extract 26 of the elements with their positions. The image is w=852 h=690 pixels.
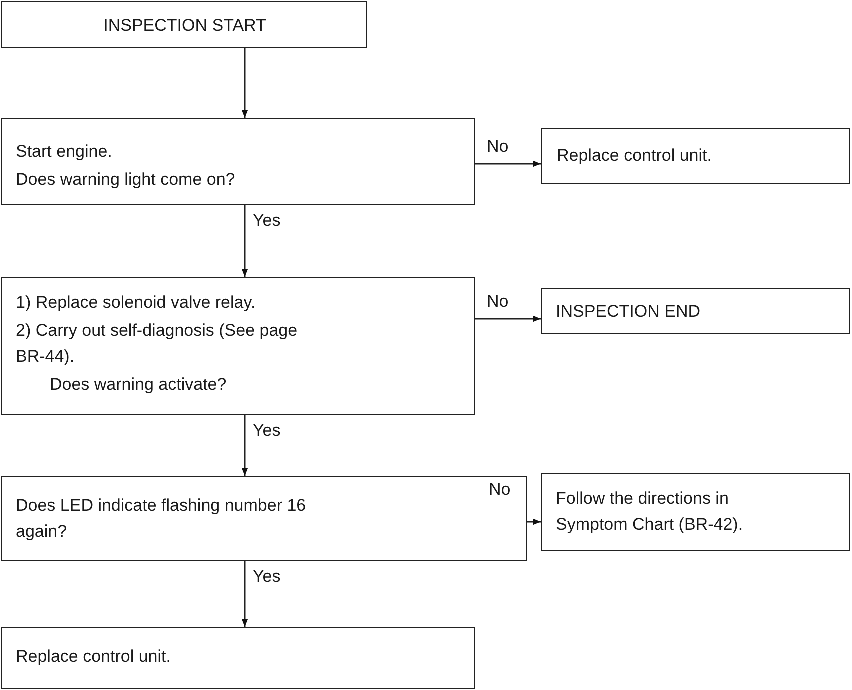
arrow — [242, 561, 248, 627]
process-box — [541, 128, 850, 184]
arrow — [242, 48, 248, 118]
step-text: INSPECTION START — [102, 15, 268, 37]
step-text: Does warning light come on? — [16, 169, 236, 191]
step-text: INSPECTION END — [556, 301, 702, 323]
step-text: Follow the directions in Symptom Chart (BR-42). — [556, 488, 744, 536]
process-box — [541, 288, 850, 334]
process-box — [1, 476, 527, 561]
step-text: Replace control unit. — [16, 646, 172, 668]
arrow — [475, 316, 541, 322]
process-box — [541, 473, 850, 551]
process-box — [1, 627, 475, 689]
arrow — [242, 205, 248, 277]
step-text: Start engine. — [16, 141, 114, 163]
arrow — [527, 518, 541, 526]
arrow — [475, 160, 541, 168]
process-box — [1, 1, 367, 48]
step-text: Replace control unit. — [557, 145, 713, 167]
arrow — [242, 415, 248, 476]
step-text: 2) Carry out self-diagnosis (See page BR-44). — [16, 320, 299, 368]
process-box — [1, 277, 475, 415]
process-box — [1, 118, 475, 205]
step-text: Does warning activate? — [50, 374, 228, 396]
step-text: 1) Replace solenoid valve relay. — [16, 292, 257, 314]
step-text: Does LED indicate flashing number 16 again? — [16, 495, 308, 543]
